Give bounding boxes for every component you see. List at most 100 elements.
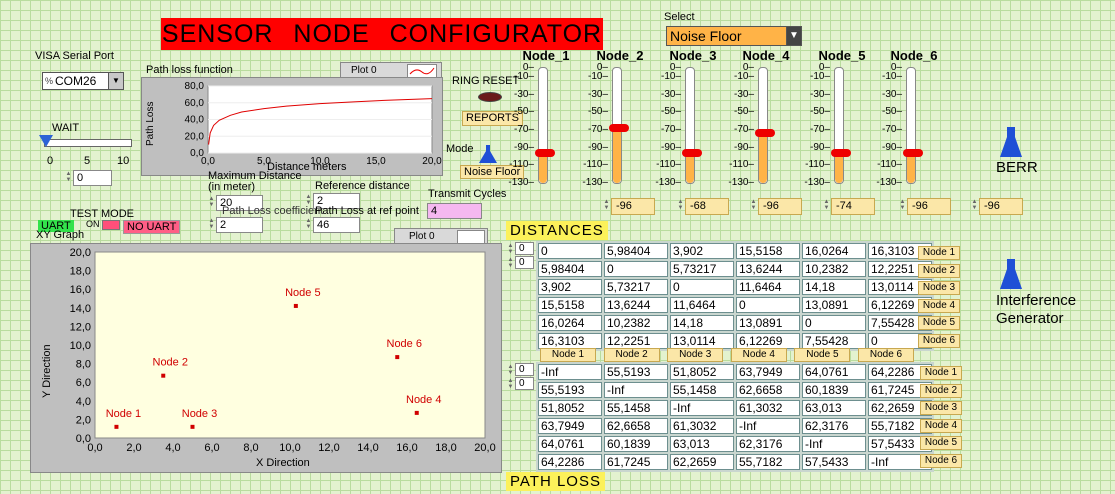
distances-cell[interactable]: 0 bbox=[802, 315, 866, 331]
node-slider-3[interactable] bbox=[682, 67, 702, 184]
distances-cell[interactable]: 14,18 bbox=[670, 315, 734, 331]
distances-cell[interactable]: 0 bbox=[604, 261, 668, 277]
path-loss-cell[interactable]: 60,1839 bbox=[604, 436, 668, 452]
max-distance-input[interactable]: ▲▼ 20 bbox=[207, 195, 263, 211]
distances-cell[interactable]: 11,6464 bbox=[670, 297, 734, 313]
berr-flask-icon[interactable] bbox=[1000, 126, 1022, 163]
node-value-control-1[interactable]: ▲▼-96 bbox=[602, 198, 655, 215]
reference-distance-input[interactable]: ▲▼ 2 bbox=[304, 193, 360, 209]
path-loss-cell[interactable]: 63,7949 bbox=[538, 418, 602, 434]
distances-cell[interactable]: 10,2382 bbox=[604, 315, 668, 331]
node-slider-thumb-2[interactable] bbox=[609, 124, 629, 132]
path-loss-cell[interactable]: 62,6658 bbox=[736, 382, 800, 398]
distances-cell[interactable]: 16,0264 bbox=[538, 315, 602, 331]
path-loss-cell[interactable]: 57,5433 bbox=[802, 454, 866, 470]
spin-arrows-icon[interactable]: ▲▼ bbox=[823, 199, 830, 211]
path-loss-cell[interactable]: -Inf bbox=[670, 400, 734, 416]
path-loss-cell[interactable]: -Inf bbox=[868, 454, 932, 470]
distances-cell[interactable]: 0 bbox=[736, 297, 800, 313]
spin-arrows-icon[interactable]: ▲▼ bbox=[208, 196, 215, 208]
node-value-control-2[interactable]: ▲▼-68 bbox=[676, 198, 729, 215]
node-value-control-6[interactable]: ▲▼-96 bbox=[970, 198, 1023, 215]
spin-arrows-icon[interactable]: ▲▼ bbox=[750, 199, 757, 211]
path-loss-cell[interactable]: 62,3176 bbox=[736, 436, 800, 452]
path-loss-cell[interactable]: -Inf bbox=[538, 364, 602, 380]
spin-arrows-icon[interactable]: ▲▼ bbox=[305, 194, 312, 206]
node-slider-5[interactable] bbox=[831, 67, 851, 184]
path-loss-cell[interactable]: 60,1839 bbox=[802, 382, 866, 398]
path-loss-cell[interactable]: 55,5193 bbox=[604, 364, 668, 380]
path-loss-cell[interactable]: -Inf bbox=[736, 418, 800, 434]
distances-cell[interactable]: 16,3103 bbox=[868, 243, 932, 259]
ring-reset-button[interactable] bbox=[478, 92, 502, 102]
distances-cell[interactable]: 5,73217 bbox=[604, 279, 668, 295]
node-slider-1[interactable] bbox=[535, 67, 555, 184]
distances-cell[interactable]: 12,2251 bbox=[868, 261, 932, 277]
node-slider-2[interactable] bbox=[609, 67, 629, 184]
distances-cell[interactable]: 0 bbox=[670, 279, 734, 295]
distances-cell[interactable]: 15,5158 bbox=[736, 243, 800, 259]
node-slider-4[interactable] bbox=[755, 67, 775, 184]
path-loss-cell[interactable]: 62,2659 bbox=[868, 400, 932, 416]
test-mode-switch[interactable]: ON bbox=[86, 219, 121, 230]
path-loss-index[interactable]: ▲▼0 ▲▼0 bbox=[506, 363, 534, 391]
path-loss-cell[interactable]: 55,7182 bbox=[736, 454, 800, 470]
node-slider-thumb-4[interactable] bbox=[755, 129, 775, 137]
path-loss-cell[interactable]: 61,7245 bbox=[868, 382, 932, 398]
node-value-control-3[interactable]: ▲▼-96 bbox=[749, 198, 802, 215]
distances-cell[interactable]: 13,0891 bbox=[802, 297, 866, 313]
distances-cell[interactable]: 10,2382 bbox=[802, 261, 866, 277]
spin-arrows-icon[interactable]: ▲▼ bbox=[899, 199, 906, 211]
path-loss-cell[interactable]: 63,013 bbox=[802, 400, 866, 416]
distances-cell[interactable]: 13,0891 bbox=[736, 315, 800, 331]
path-loss-cell[interactable]: 61,3032 bbox=[670, 418, 734, 434]
transmit-cycles-value[interactable]: 4 bbox=[427, 203, 482, 219]
path-loss-cell[interactable]: 55,5193 bbox=[538, 382, 602, 398]
node-slider-thumb-3[interactable] bbox=[682, 149, 702, 157]
distances-cell[interactable]: 13,6244 bbox=[604, 297, 668, 313]
distances-cell[interactable]: 15,5158 bbox=[538, 297, 602, 313]
node-slider-6[interactable] bbox=[903, 67, 923, 184]
reports-button[interactable]: REPORTS bbox=[462, 111, 523, 126]
path-loss-cell[interactable]: 63,7949 bbox=[736, 364, 800, 380]
path-loss-cell[interactable]: 55,1458 bbox=[670, 382, 734, 398]
distances-cell[interactable]: 13,0114 bbox=[670, 333, 734, 349]
distances-cell[interactable]: 5,73217 bbox=[670, 261, 734, 277]
path-loss-cell[interactable]: 51,8052 bbox=[538, 400, 602, 416]
spin-arrows-icon[interactable]: ▲▼ bbox=[971, 199, 978, 211]
distances-cell[interactable]: 16,0264 bbox=[802, 243, 866, 259]
distances-cell[interactable]: 7,55428 bbox=[802, 333, 866, 349]
wait-slider[interactable] bbox=[39, 135, 132, 147]
node-slider-thumb-5[interactable] bbox=[831, 149, 851, 157]
path-loss-cell[interactable]: 61,3032 bbox=[736, 400, 800, 416]
path-loss-cell[interactable]: 61,7245 bbox=[604, 454, 668, 470]
path-loss-cell[interactable]: 51,8052 bbox=[670, 364, 734, 380]
select-dropdown[interactable]: Noise Floor ▼ bbox=[666, 26, 802, 46]
path-loss-coeff-input[interactable]: ▲▼ 2 bbox=[207, 217, 263, 233]
path-loss-cell[interactable]: 62,6658 bbox=[604, 418, 668, 434]
distances-cell[interactable]: 5,98404 bbox=[538, 261, 602, 277]
path-loss-cell[interactable]: 55,7182 bbox=[868, 418, 932, 434]
path-loss-cell[interactable]: 55,1458 bbox=[604, 400, 668, 416]
path-loss-cell[interactable]: -Inf bbox=[802, 436, 866, 452]
spin-arrows-icon[interactable]: ▲▼ bbox=[208, 218, 215, 230]
mode-value[interactable]: Noise Floor bbox=[460, 165, 525, 179]
node-slider-thumb-1[interactable] bbox=[535, 149, 555, 157]
distances-cell[interactable]: 3,902 bbox=[538, 279, 602, 295]
wait-numeric[interactable]: ▲▼ 0 bbox=[64, 170, 112, 186]
spin-arrows-icon[interactable]: ▲▼ bbox=[305, 218, 312, 230]
distances-cell[interactable]: 3,902 bbox=[670, 243, 734, 259]
distances-cell[interactable]: 6,12269 bbox=[736, 333, 800, 349]
path-loss-cell[interactable]: 64,2286 bbox=[538, 454, 602, 470]
spin-arrows-icon[interactable]: ▲▼ bbox=[677, 199, 684, 211]
spin-arrows-icon[interactable]: ▲▼ bbox=[65, 171, 72, 183]
distances-cell[interactable]: 6,12269 bbox=[868, 297, 932, 313]
spin-arrows-icon[interactable]: ▲▼ bbox=[603, 199, 610, 211]
path-loss-cell[interactable]: 63,013 bbox=[670, 436, 734, 452]
distances-cell[interactable]: 13,6244 bbox=[736, 261, 800, 277]
interference-flask-icon[interactable] bbox=[1000, 258, 1022, 295]
wait-slider-thumb[interactable] bbox=[39, 135, 53, 147]
distances-cell[interactable]: 16,3103 bbox=[538, 333, 602, 349]
path-loss-ref-input[interactable]: ▲▼ 46 bbox=[304, 217, 360, 233]
path-loss-cell[interactable]: -Inf bbox=[604, 382, 668, 398]
